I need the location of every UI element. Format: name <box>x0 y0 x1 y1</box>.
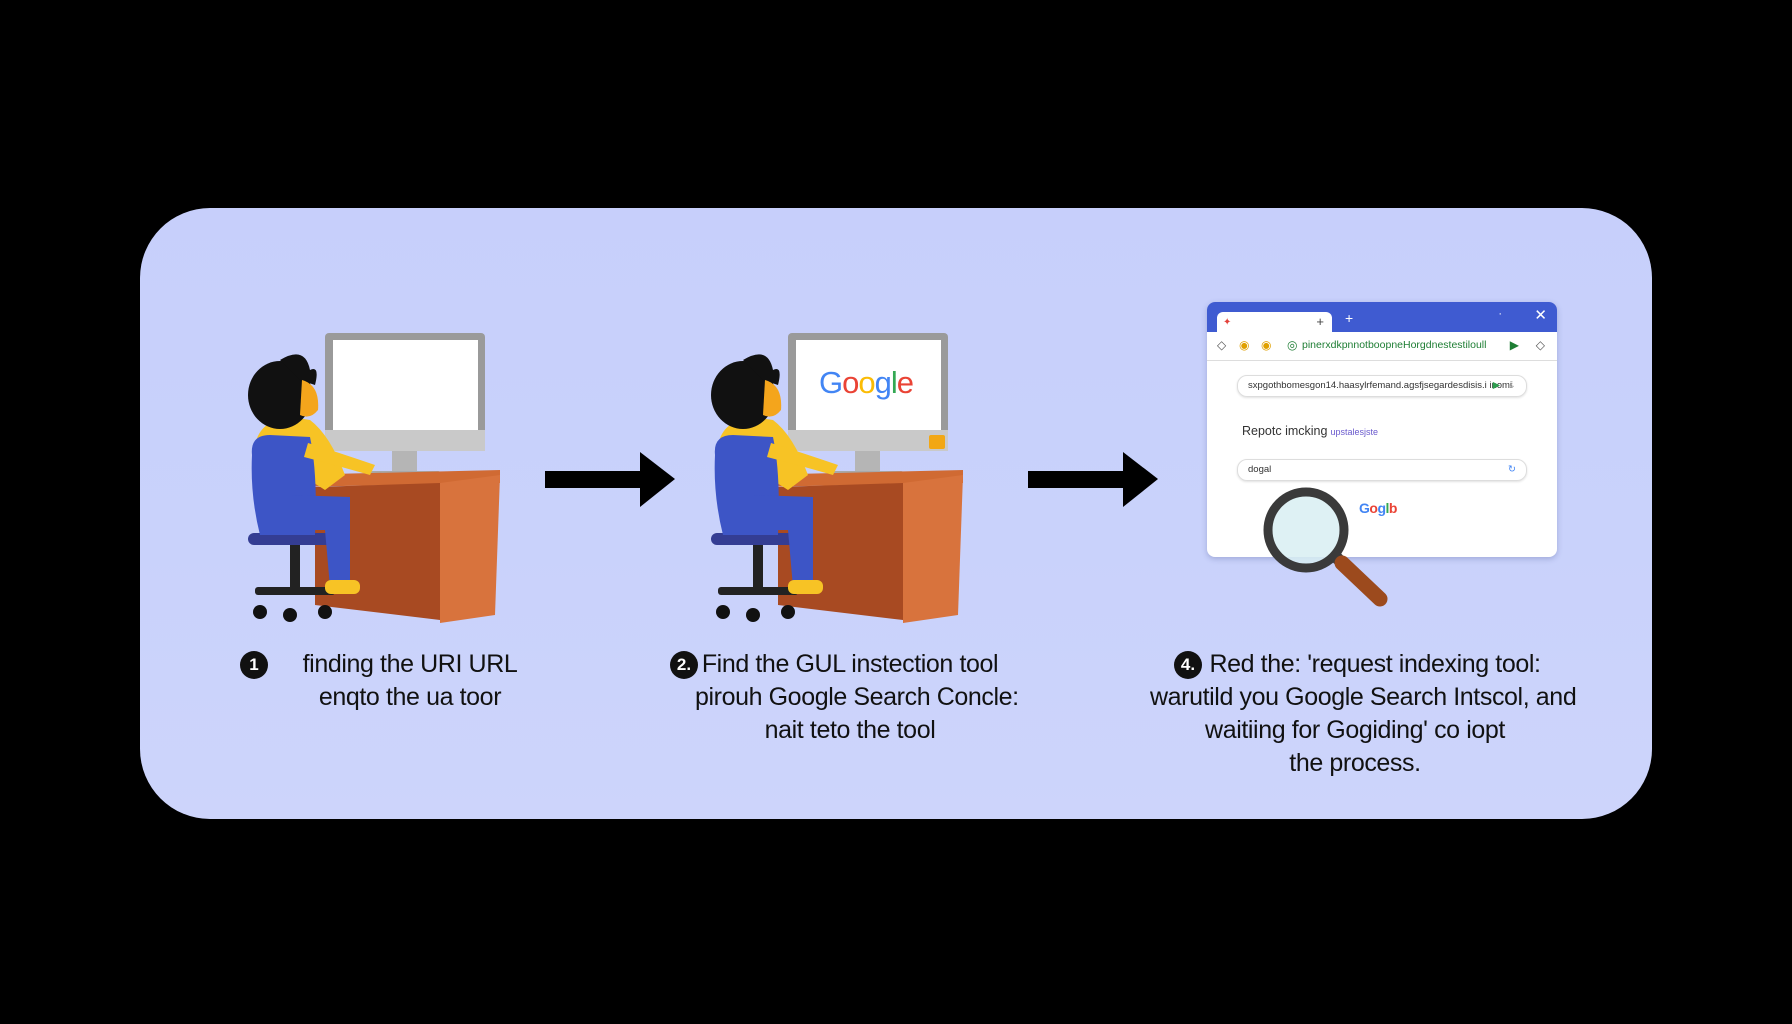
step-4-caption: Red the: 'request indexing tool: warutil… <box>1150 648 1577 780</box>
refresh-search-icon[interactable]: ↻ <box>1508 464 1516 475</box>
logo-letter: g <box>874 365 892 400</box>
browser-window: ✦ + + · ✕ ◇ ◉ ◉ ◎ pinerxdkpnnotboopneHor… <box>1207 302 1557 557</box>
step-2-caption: Find the GUL instection tool pirouh Goog… <box>695 648 1019 747</box>
address-bar[interactable]: ◇ ◉ ◉ ◎ pinerxdkpnnotboopneHorgdnestesti… <box>1207 332 1557 361</box>
logo-letter: o <box>1369 500 1378 516</box>
logo-letter: o <box>858 365 875 400</box>
caption-line: Red the: 'request indexing tool: <box>1209 650 1541 678</box>
secure-icon: ◎ <box>1287 338 1298 352</box>
home-icon[interactable]: ◉ <box>1261 338 1272 352</box>
browser-tab[interactable]: ✦ + <box>1217 312 1332 332</box>
google-logo-monitor: Google <box>819 365 914 401</box>
refresh-icon[interactable]: ◉ <box>1239 338 1250 352</box>
logo-letter: b <box>1388 500 1398 516</box>
download-icon[interactable]: ⇣ <box>1508 380 1516 391</box>
step-1-caption: finding the URI URL enqto the ua toor <box>290 648 530 714</box>
logo-letter: G <box>819 365 843 400</box>
address-url[interactable]: pinerxdkpnnotboopneHorgdnestestiloull <box>1302 339 1487 351</box>
logo-letter: e <box>896 365 914 400</box>
step-number-badge: 4. <box>1174 651 1202 679</box>
caption-line: the process. <box>1289 749 1421 777</box>
tab-plus-icon: + <box>1316 314 1324 329</box>
browser-titlebar: ✦ + + · ✕ <box>1207 302 1557 332</box>
back-icon[interactable]: ◇ <box>1217 338 1227 352</box>
request-indexing-link[interactable]: upstalesjste <box>1330 427 1378 437</box>
minimize-icon[interactable]: · <box>1498 308 1502 320</box>
extension-icon[interactable]: ◇ <box>1535 338 1545 352</box>
tab-favicon-icon: ✦ <box>1223 317 1232 328</box>
step-number-badge: 1 <box>240 651 268 679</box>
logo-letter: l <box>1385 500 1390 516</box>
request-indexing-text: Repotc imcking <box>1242 424 1328 438</box>
caption-line: enqto the ua toor <box>318 683 502 711</box>
caption-line: warutild you Google Search Intscol, and <box>1150 683 1577 711</box>
google-logo-browser: Goglb <box>1359 500 1397 516</box>
logo-letter: G <box>1359 500 1370 516</box>
caption-line: finding the URI URL <box>302 650 518 678</box>
url-inspection-value: sxpgothbomesgon14.haasylrfemand.agsfjseg… <box>1248 380 1513 391</box>
url-inspection-field[interactable]: sxpgothbomesgon14.haasylrfemand.agsfjseg… <box>1237 375 1527 397</box>
arrow-right-1 <box>545 452 675 512</box>
caption-line: pirouh Google Search Concle: <box>695 683 1019 711</box>
play-icon[interactable]: ▶ <box>1492 380 1500 391</box>
logo-letter: g <box>1377 500 1386 516</box>
arrow-right-2 <box>1028 452 1158 512</box>
search-field[interactable]: dogal ↻ <box>1237 459 1527 481</box>
bookmark-icon[interactable]: ▶ <box>1509 338 1519 352</box>
search-value: dogal <box>1248 464 1272 475</box>
caption-line: nait teto the tool <box>764 716 936 744</box>
scene-person-at-computer-2: Google <box>693 325 983 625</box>
logo-letter: o <box>842 365 859 400</box>
magnifying-glass-icon <box>1258 485 1393 615</box>
logo-letter: l <box>890 365 898 400</box>
caption-line: Find the GUL instection tool <box>701 650 999 678</box>
step-number-badge: 2. <box>670 651 698 679</box>
scene-person-at-computer-1 <box>230 325 520 625</box>
close-icon[interactable]: ✕ <box>1534 307 1547 324</box>
caption-line: waitiing for Gogiding' co iopt <box>1205 716 1505 744</box>
new-tab-icon[interactable]: + <box>1345 310 1354 326</box>
